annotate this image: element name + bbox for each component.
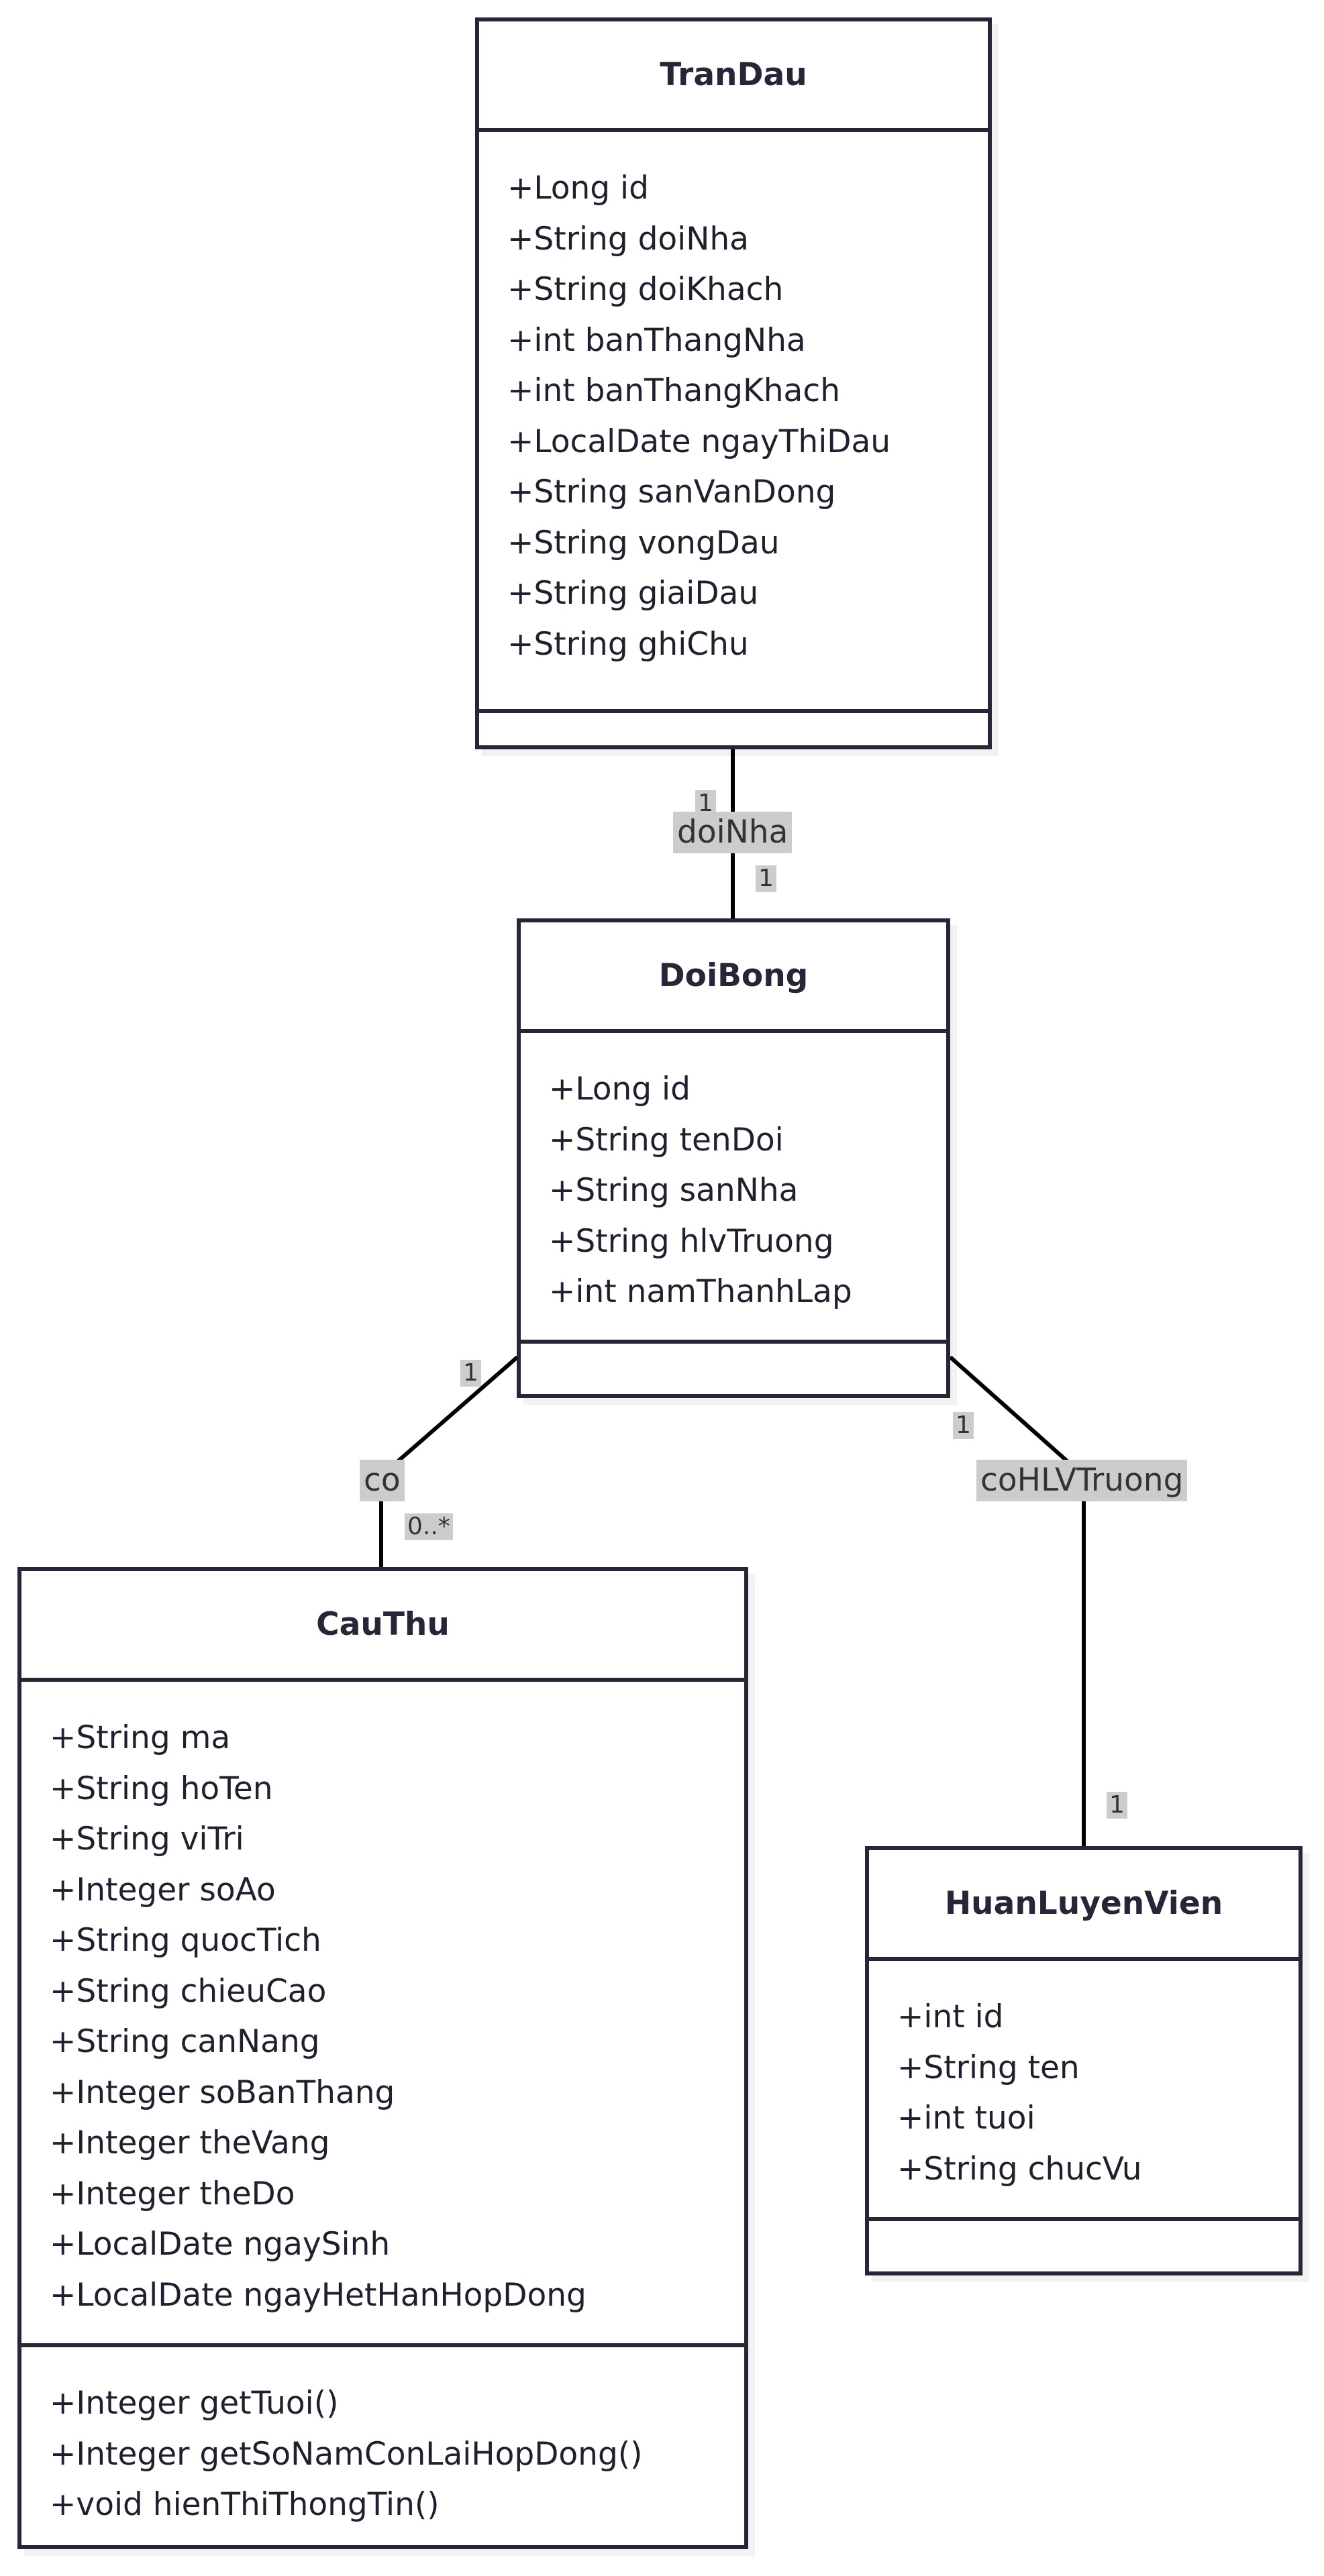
attribute: +String giaiDau (507, 575, 759, 612)
attribute: +String ghiChu (507, 625, 749, 663)
attribute: +LocalDate ngayHetHanHopDong (50, 2276, 587, 2314)
attribute: +String quocTich (50, 1922, 321, 1959)
class-cauthu-name: CauThu (21, 1571, 744, 1682)
attribute: +String viTri (50, 1821, 244, 1858)
attribute: +String hlvTruong (549, 1222, 834, 1260)
attribute: +Long id (549, 1071, 691, 1108)
attribute: +Integer theDo (50, 2175, 295, 2212)
relation-label-doinha: doiNha (673, 812, 793, 853)
multiplicity-cohlvtruong-source: 1 (953, 1412, 974, 1439)
class-trandau: TranDau +Long id +String doiNha +String … (475, 17, 992, 749)
class-huanluyenvien-name: HuanLuyenVien (869, 1850, 1298, 1961)
method: +void hienThiThongTin() (50, 2486, 440, 2523)
class-doibong-name: DoiBong (521, 922, 946, 1033)
class-cauthu-methods: +Integer getTuoi() +Integer getSoNamConL… (21, 2347, 744, 2530)
attribute: +LocalDate ngaySinh (50, 2226, 391, 2263)
attribute: +Integer soAo (50, 1871, 276, 1909)
class-trandau-name: TranDau (479, 21, 988, 132)
attribute: +String canNang (50, 2023, 320, 2060)
attribute: +int banThangKhach (507, 372, 840, 409)
attribute: +int banThangNha (507, 321, 806, 359)
attribute: +String chieuCao (50, 1972, 327, 2010)
class-doibong: DoiBong +Long id +String tenDoi +String … (517, 918, 950, 1398)
multiplicity-co-target: 0..* (405, 1513, 453, 1540)
attribute: +String hoTen (50, 1770, 273, 1807)
attribute: +String ten (897, 2049, 1080, 2086)
attribute: +int namThanhLap (549, 1273, 852, 1310)
attribute: +String doiKhach (507, 271, 784, 308)
multiplicity-co-source: 1 (460, 1360, 481, 1387)
class-doibong-methods (521, 1344, 946, 1375)
multiplicity-cohlvtruong-target: 1 (1107, 1792, 1127, 1819)
attribute: +int tuoi (897, 2100, 1035, 2137)
class-cauthu-attributes: +String ma +String hoTen +String viTri +… (21, 1682, 744, 2347)
class-trandau-methods (479, 713, 988, 744)
relation-line-co-diagonal (380, 1355, 519, 1478)
attribute: +LocalDate ngayThiDau (507, 423, 891, 460)
method: +Integer getTuoi() (50, 2385, 339, 2422)
attribute: +String sanNha (549, 1172, 799, 1209)
method: +Integer getSoNamConLaiHopDong() (50, 2435, 643, 2473)
attribute: +int id (897, 1998, 1004, 2035)
class-huanluyenvien-methods (869, 2221, 1298, 2252)
attribute: +String chucVu (897, 2150, 1142, 2188)
class-huanluyenvien-attributes: +int id +String ten +int tuoi +String ch… (869, 1961, 1298, 2221)
relation-line-cohlvtruong-diagonal (949, 1355, 1085, 1478)
attribute: +Long id (507, 170, 649, 207)
attribute: +String doiNha (507, 220, 749, 258)
class-huanluyenvien: HuanLuyenVien +int id +String ten +int t… (865, 1846, 1303, 2275)
relation-label-cohlvtruong: coHLVTruong (976, 1460, 1188, 1501)
attribute: +String ma (50, 1719, 231, 1756)
attribute: +String tenDoi (549, 1121, 784, 1159)
attribute: +String vongDau (507, 524, 780, 561)
attribute: +String sanVanDong (507, 474, 836, 511)
class-doibong-attributes: +Long id +String tenDoi +String sanNha +… (521, 1033, 946, 1344)
class-cauthu: CauThu +String ma +String hoTen +String … (17, 1567, 748, 2549)
relation-label-co: co (360, 1460, 405, 1501)
class-trandau-attributes: +Long id +String doiNha +String doiKhach… (479, 132, 988, 713)
multiplicity-doinha-target: 1 (756, 865, 776, 892)
attribute: +Integer theVang (50, 2125, 330, 2161)
attribute: +Integer soBanThang (50, 2074, 395, 2111)
